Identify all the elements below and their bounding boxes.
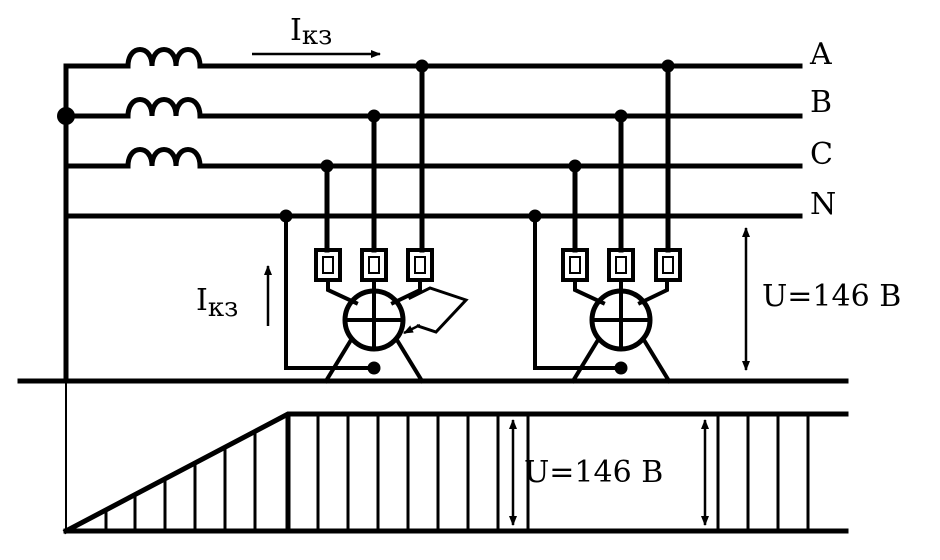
fault-current-side: Iкз [196,265,272,326]
motor-1-ground-node [367,361,381,375]
fault-current-side-i: I [196,283,208,318]
motor-2-frame-left [570,337,601,384]
fault-current-side-label: Iкз [196,283,238,323]
inductor-coil-c [125,147,203,169]
inductor-coils [125,47,203,169]
motor-1-node-c [320,159,334,173]
voltage-label-bottom: U=146 B [524,455,663,490]
phase-label-n: N [810,187,836,222]
diagram-potential-profile [62,411,849,535]
phase-label-a: A [809,37,832,72]
fault-current-top-label: Iкз [290,13,332,51]
motor-2-ground-node [614,361,628,375]
motor-1-fault-zigzag [407,286,469,334]
motor-1-wire-a [390,278,422,306]
motor-1-frame-left [323,337,354,384]
motor-1 [279,59,469,384]
phase-label-c: C [810,137,833,172]
motor-1-frame-right [394,337,425,384]
motor-1-node-a [415,59,429,73]
voltage-label-right: U=146 B [762,279,901,314]
motor-2 [528,59,682,384]
star-point-node [57,107,75,125]
motor-2-fuses [561,248,682,282]
motor-2-node-b [614,109,628,123]
motor-1-node-b [367,109,381,123]
fault-current-top: Iкз [252,13,381,58]
motor-2-frame-right [641,337,672,384]
motor-2-node-a [661,59,675,73]
motor-1-neutral-path [284,214,376,370]
motor-2-neutral-path [533,214,623,370]
phase-labels: A B C N [809,37,836,222]
motor-2-wire-a [637,278,669,306]
diagram-hatching [104,414,810,531]
fault-current-top-i: I [290,13,302,48]
motor-2-wire-c [573,278,606,306]
fault-current-side-sub: кз [208,293,238,323]
voltage-dimension-right: U=146 B [742,227,901,371]
inductor-coil-a [125,47,203,69]
bus-lines [57,63,803,384]
motor-2-node-c [568,159,582,173]
inductor-coil-b [125,97,203,119]
phase-label-b: B [810,85,832,120]
fault-current-top-sub: кз [302,21,332,51]
potential-diagram: U=146 B [62,381,849,535]
motor-1-wire-c [326,278,359,306]
motor-1-fuses [314,248,434,282]
